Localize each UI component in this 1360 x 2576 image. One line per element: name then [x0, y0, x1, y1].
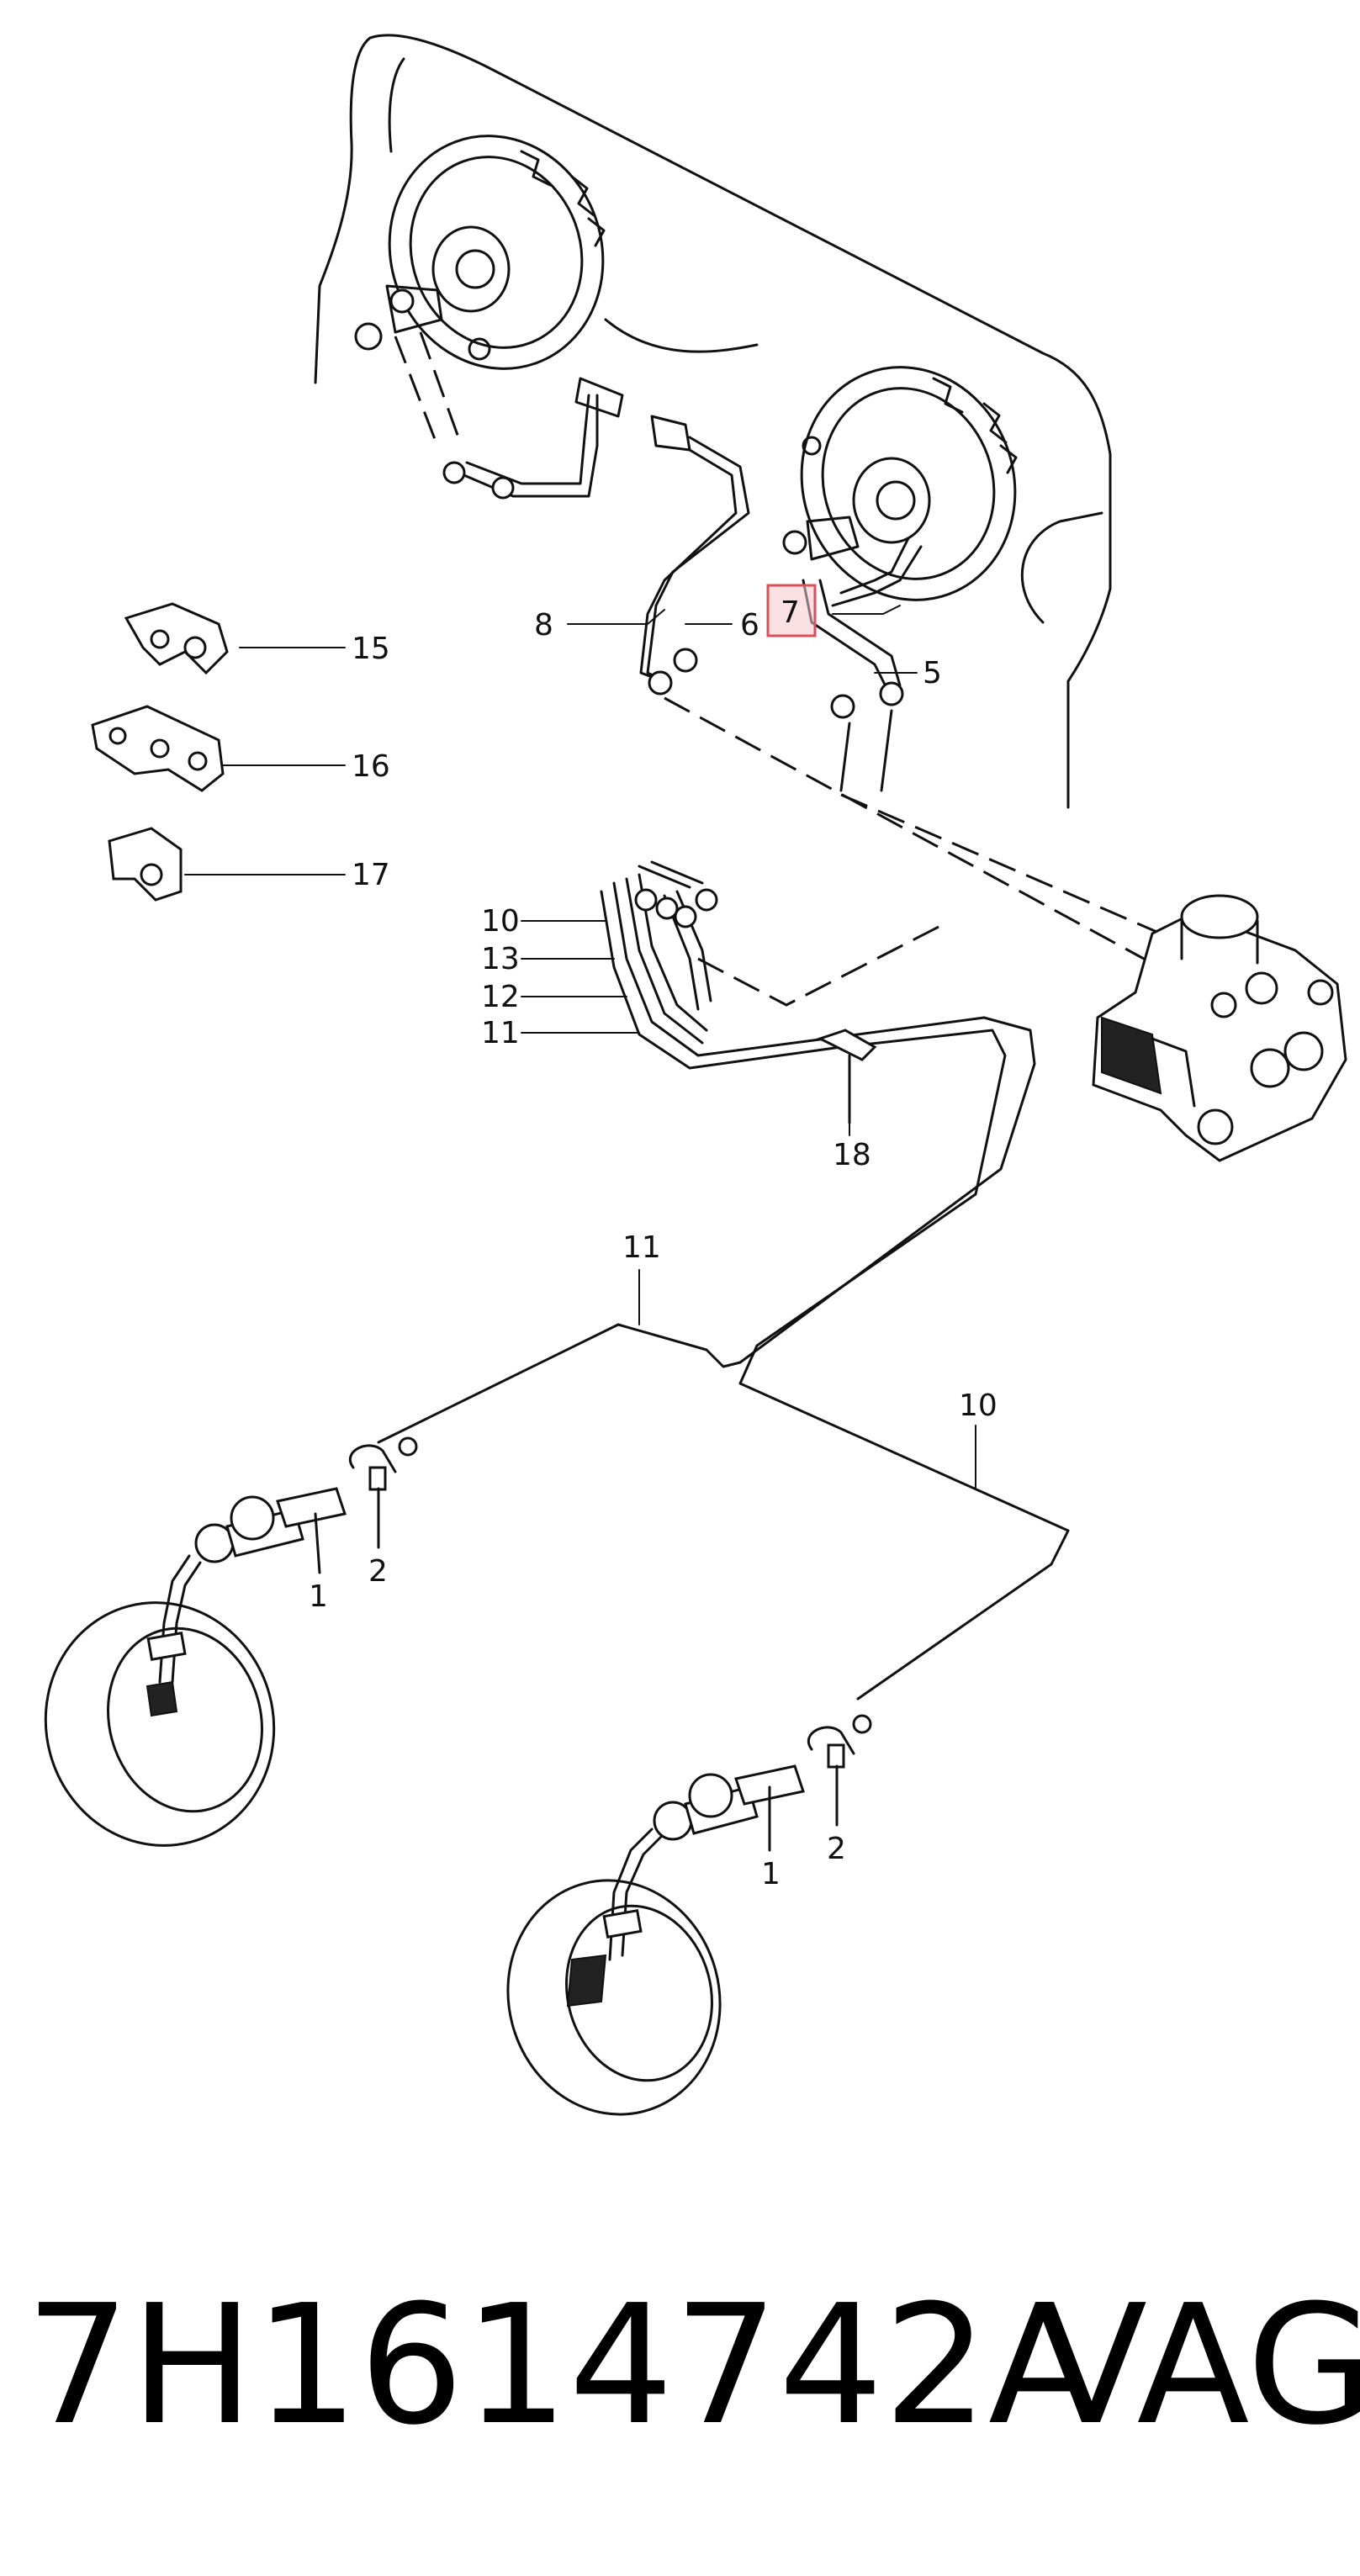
- callout-7: 7: [781, 595, 800, 630]
- callout-2-left: 2: [368, 1554, 388, 1589]
- callout-1-right: 1: [761, 1857, 781, 1891]
- callout-10-lower: 10: [959, 1389, 998, 1423]
- part-number: 7H1614742A: [25, 2270, 1102, 2462]
- callout-labels: 15 16 17 8 6 7 5 10 13 12 11 18 11 10 1 …: [309, 595, 998, 1891]
- wheel-right: [506, 1714, 872, 2116]
- leader-lines: [184, 605, 976, 1489]
- clip-16: [91, 705, 225, 792]
- upper-brake-lines: [394, 331, 923, 792]
- callout-18: 18: [833, 1138, 871, 1172]
- brake-booster-right: [782, 366, 1018, 601]
- callout-8: 8: [534, 608, 553, 643]
- highlight-box-7: [766, 584, 817, 637]
- brand-label: VAG: [1035, 2270, 1360, 2462]
- dashed-connection-lines: [664, 696, 1162, 1007]
- callout-11-lower: 11: [622, 1230, 661, 1265]
- callout-12: 12: [481, 980, 520, 1014]
- brake-booster-left: [354, 135, 606, 370]
- callout-15: 15: [352, 632, 390, 666]
- callout-2-right: 2: [827, 1832, 846, 1866]
- callout-17: 17: [352, 858, 390, 892]
- brake-line-diagram: 15 16 17 8 6 7 5 10 13 12 11 18 11 10 1 …: [44, 34, 1347, 2116]
- wheel-left: [44, 1436, 418, 1847]
- callout-6: 6: [740, 608, 759, 643]
- callout-16: 16: [352, 749, 390, 784]
- abs-hydraulic-unit: [1092, 894, 1347, 1162]
- callout-11-upper: 11: [481, 1016, 520, 1050]
- clip-15: [124, 602, 229, 675]
- clip-17: [108, 827, 183, 902]
- line-bundle-10-13: [377, 860, 1070, 1701]
- callout-10-upper: 10: [481, 904, 520, 939]
- firewall-outline: [314, 34, 1112, 809]
- callout-13: 13: [481, 942, 520, 976]
- callout-1-left: 1: [309, 1579, 328, 1614]
- callout-5: 5: [923, 656, 942, 690]
